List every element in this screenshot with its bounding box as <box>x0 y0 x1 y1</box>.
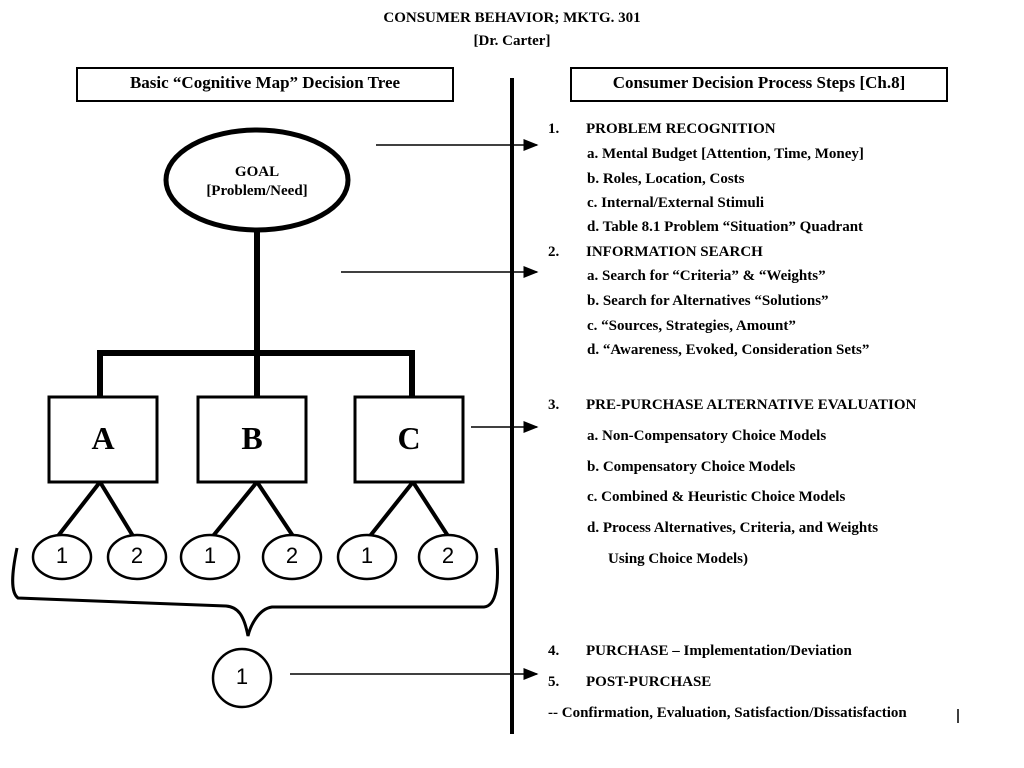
step-3-item: Using Choice Models) <box>608 551 748 567</box>
step-3-item: b. Compensatory Choice Models <box>587 459 796 475</box>
leaf-circle <box>179 533 241 581</box>
step-3-item: d. Process Alternatives, Criteria, and W… <box>587 520 879 536</box>
leaf-connector <box>411 480 450 538</box>
leaf-circle <box>261 533 323 581</box>
post-purchase-detail: -- Confirmation, Evaluation, Satisfactio… <box>548 705 907 721</box>
goal-label: GOAL [Problem/Need] <box>166 163 348 201</box>
leaf-label: 2 <box>130 543 144 568</box>
leaf-label: 1 <box>360 543 374 568</box>
step-3-title: PRE-PURCHASE ALTERNATIVE EVALUATION <box>586 397 917 413</box>
step-2-item: c. “Sources, Strategies, Amount” <box>587 318 796 334</box>
leaf-label: 2 <box>285 543 299 568</box>
step-5: 5. POST-PURCHASE <box>548 674 711 691</box>
step-1-number: 1. <box>548 121 560 137</box>
step-1: 1. PROBLEM RECOGNITION <box>548 121 776 138</box>
step-2-item: b. Search for Alternatives “Solutions” <box>587 293 829 309</box>
leaf-connector <box>368 480 415 538</box>
alternative-box-b <box>196 395 308 484</box>
alternative-box-c <box>353 395 465 484</box>
step-3-item: a. Non-Compensatory Choice Models <box>587 428 827 444</box>
leaf-connector <box>211 480 259 538</box>
page-title: CONSUMER BEHAVIOR; MKTG. 301 <box>383 10 641 26</box>
final-choice-label: 1 <box>235 664 249 689</box>
step-2-item: a. Search for “Criteria” & “Weights” <box>587 268 826 284</box>
step-1-item: b. Roles, Location, Costs <box>587 171 745 187</box>
leaf-connector <box>56 480 102 538</box>
leaf-connector <box>98 480 135 538</box>
goal-line-1: GOAL <box>234 164 280 180</box>
step-5-number: 5. <box>548 674 560 690</box>
step-4-number: 4. <box>548 643 560 659</box>
step-4: 4. PURCHASE – Implementation/Deviation <box>548 643 852 660</box>
step-2-number: 2. <box>548 244 560 260</box>
step-2-item: d. “Awareness, Evoked, Consideration Set… <box>587 342 870 358</box>
step-5-title: POST-PURCHASE <box>586 674 712 690</box>
leaf-circle <box>31 533 93 581</box>
final-choice-circle <box>211 647 273 709</box>
alternative-box-a <box>47 395 159 484</box>
step-4-title: PURCHASE – Implementation/Deviation <box>586 643 852 659</box>
leaf-label: 1 <box>203 543 217 568</box>
step-1-item: a. Mental Budget [Attention, Time, Money… <box>587 146 864 162</box>
step-1-item: c. Internal/External Stimuli <box>587 195 765 211</box>
leaf-label: 2 <box>441 543 455 568</box>
goal-line-2: [Problem/Need] <box>206 183 308 199</box>
page-subtitle: [Dr. Carter] <box>473 33 551 49</box>
leaf-circle <box>106 533 168 581</box>
alternative-label-a: A <box>91 420 115 456</box>
step-3: 3. PRE-PURCHASE ALTERNATIVE EVALUATION <box>548 397 916 414</box>
step-3-number: 3. <box>548 397 560 413</box>
leaf-circle <box>336 533 398 581</box>
leaf-label: 1 <box>55 543 69 568</box>
leaf-circle <box>417 533 479 581</box>
step-2: 2. INFORMATION SEARCH <box>548 244 763 261</box>
step-1-item: d. Table 8.1 Problem “Situation” Quadran… <box>587 219 864 235</box>
step-1-title: PROBLEM RECOGNITION <box>586 121 776 137</box>
curly-brace <box>11 547 499 637</box>
left-panel-title: Basic “Cognitive Map” Decision Tree <box>76 67 454 102</box>
leaf-connector <box>255 480 295 538</box>
step-2-title: INFORMATION SEARCH <box>586 244 763 260</box>
step-3-item: c. Combined & Heuristic Choice Models <box>587 489 846 505</box>
alternative-label-c: C <box>397 420 421 456</box>
alternative-label-b: B <box>241 420 263 456</box>
right-panel-title: Consumer Decision Process Steps [Ch.8] <box>570 67 948 102</box>
